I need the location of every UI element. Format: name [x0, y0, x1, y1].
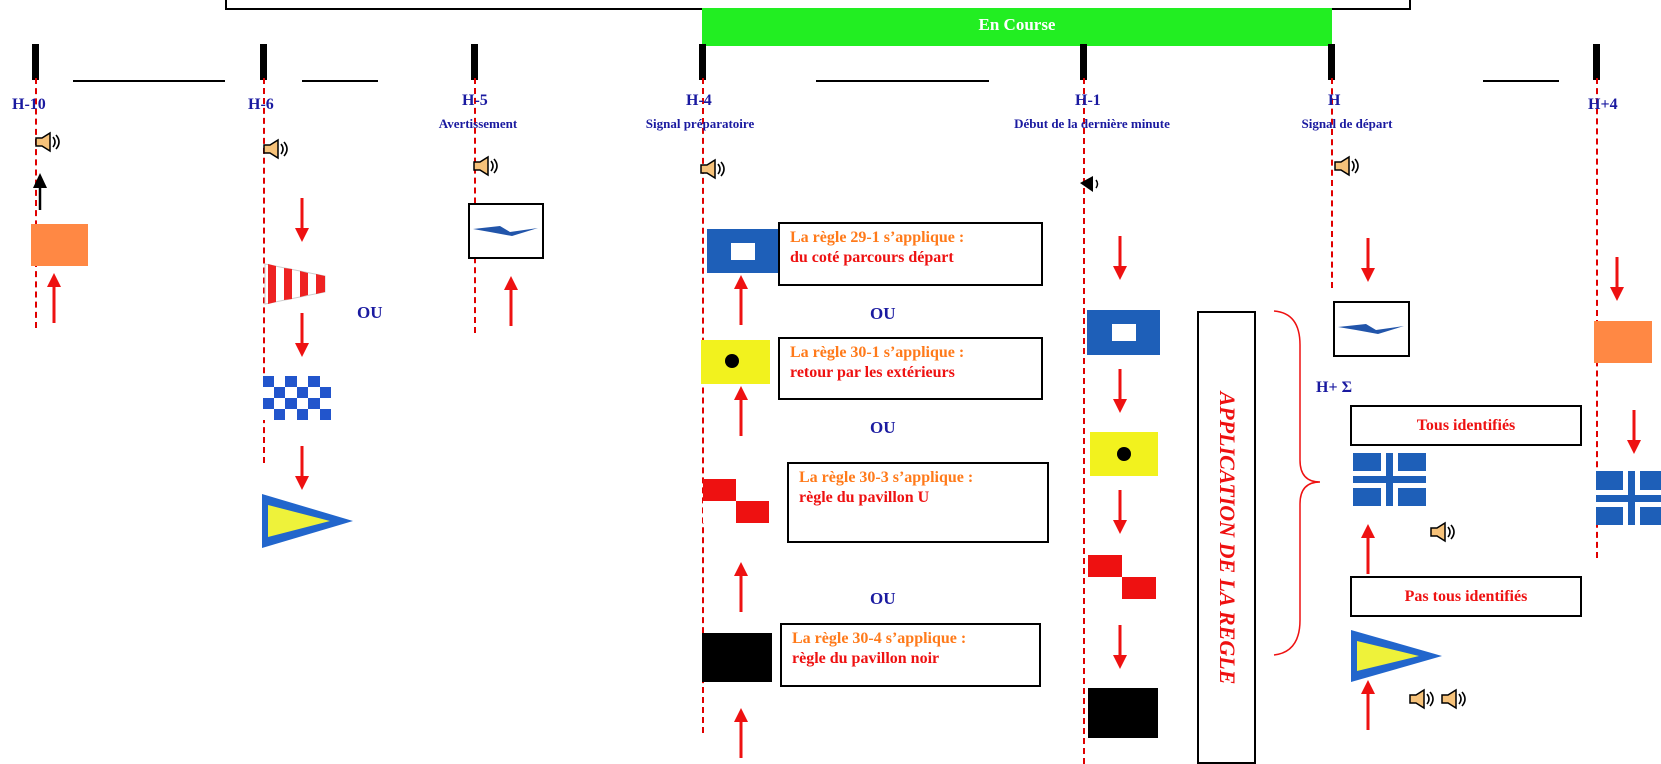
label-h6: H-6: [248, 96, 274, 113]
en-course-banner: En Course: [702, 8, 1332, 46]
rule-box-30-3: La règle 30-3 s’applique : règle du pavi…: [787, 462, 1049, 543]
arrow-up-icon: [502, 274, 520, 328]
first-substitute-flag-icon: [1596, 471, 1661, 525]
or-label: OU: [870, 418, 896, 437]
time-guide-h10: [35, 78, 37, 328]
timeline-segment: [816, 80, 989, 82]
brace-icon: [1273, 310, 1321, 656]
not-all-identified-box: Pas tous identifiés: [1350, 576, 1582, 617]
horn-icon: [1409, 689, 1434, 709]
arrow-down-icon: [1359, 236, 1377, 284]
black-flag-icon: [702, 633, 772, 682]
or-label: OU: [357, 303, 383, 322]
arrow-down-icon: [293, 311, 311, 359]
tick-h: [1328, 44, 1335, 80]
label-h5: H-5: [462, 92, 488, 109]
tick-hp4: [1593, 44, 1600, 80]
rule-title: La règle 30-4 s’applique :: [792, 630, 967, 647]
arrow-down-icon: [293, 444, 311, 492]
label-h4: H-4: [686, 92, 712, 109]
tick-h6: [260, 44, 267, 80]
arrow-down-icon: [293, 196, 311, 244]
label-h: H: [1328, 92, 1341, 109]
application-box: APPLICATION DE LA REGLE: [1197, 311, 1256, 764]
tick-h4: [699, 44, 706, 80]
arrow-down-icon: [1608, 255, 1626, 303]
horn-icon: [700, 159, 725, 179]
arrow-down-icon: [1111, 623, 1129, 671]
rule-title: La règle 30-3 s’applique :: [799, 469, 974, 486]
striped-pennant-icon: [264, 263, 326, 305]
rule-text: règle du pavillon U: [799, 489, 930, 506]
tick-h10: [32, 44, 39, 80]
arrow-up-icon: [732, 273, 750, 327]
rule-box-30-4: La règle 30-4 s’applique : règle du pavi…: [780, 623, 1041, 687]
blue-yellow-pennant-icon: [1351, 630, 1442, 682]
arrow-down-icon: [1111, 367, 1129, 415]
horn-icon: [35, 132, 60, 152]
sub-h5: Avertissement: [438, 116, 518, 131]
class-flag-icon: [1333, 301, 1410, 357]
blue-yellow-pennant-icon: [262, 494, 353, 548]
flag-p-icon: [707, 229, 778, 273]
sub-h4: Signal préparatoire: [645, 116, 755, 131]
horn-icon: [1441, 689, 1466, 709]
timeline-segment: [73, 80, 225, 82]
arrow-up-icon: [732, 384, 750, 438]
time-guide-h: [1331, 78, 1333, 288]
all-identified-box: Tous identifiés: [1350, 405, 1582, 446]
time-guide-h4: [702, 78, 704, 733]
horn-icon: [473, 156, 498, 176]
arrow-down-icon: [1111, 488, 1129, 536]
rule-text: retour par les extérieurs: [790, 364, 955, 381]
arrow-up-icon: [732, 560, 750, 614]
first-substitute-flag-icon: [1353, 453, 1426, 506]
timeline-segment: [1483, 80, 1559, 82]
sub-h1: Début de la dernière minute: [1014, 116, 1170, 131]
horn-icon: [1430, 522, 1455, 542]
label-h10: H-10: [12, 96, 46, 113]
rule-box-29-1: La règle 29-1 s’applique : du coté parco…: [778, 222, 1043, 286]
h-sigma-label: H+ Σ: [1316, 379, 1353, 396]
rule-title: La règle 30-1 s’applique :: [790, 344, 965, 361]
tick-h5: [471, 44, 478, 80]
arrow-down-icon: [1625, 408, 1643, 456]
black-flag-icon: [1088, 688, 1158, 738]
time-guide-hp4: [1596, 78, 1598, 558]
tick-h1: [1080, 44, 1087, 80]
arrow-down-icon: [1111, 234, 1129, 282]
flag-i-icon: [701, 340, 770, 384]
or-label: OU: [870, 589, 896, 608]
arrow-up-icon: [1359, 522, 1377, 576]
flag-u-icon: [703, 479, 769, 523]
checkered-flag-icon: [263, 376, 331, 420]
label-hp4: H+4: [1588, 96, 1618, 113]
or-label: OU: [870, 304, 896, 323]
rule-title: La règle 29-1 s’applique :: [790, 229, 965, 246]
arrow-up-icon: [33, 173, 47, 210]
arrow-up-icon: [732, 706, 750, 760]
flag-u-icon: [1088, 555, 1156, 599]
flag-p-icon: [1087, 310, 1160, 355]
orange-flag-icon: [31, 224, 88, 266]
application-label: APPLICATION DE LA REGLE: [1214, 391, 1240, 684]
orange-flag-icon: [1594, 321, 1652, 363]
class-flag-icon: [468, 203, 544, 259]
rule-text: du coté parcours départ: [790, 249, 954, 266]
label-h1: H-1: [1075, 92, 1101, 109]
short-horn-icon: [1080, 176, 1099, 192]
horn-icon: [1334, 156, 1359, 176]
flag-i-icon: [1090, 432, 1158, 476]
timeline-segment: [302, 80, 378, 82]
rule-box-30-1: La règle 30-1 s’applique : retour par le…: [778, 337, 1043, 400]
time-guide-h1: [1083, 78, 1085, 764]
arrow-up-icon: [1359, 678, 1377, 732]
horn-icon: [263, 139, 288, 159]
rule-text: règle du pavillon noir: [792, 650, 940, 667]
sub-h: Signal de départ: [1301, 116, 1393, 131]
arrow-up-icon: [45, 271, 63, 325]
time-guide-h6: [263, 78, 265, 463]
